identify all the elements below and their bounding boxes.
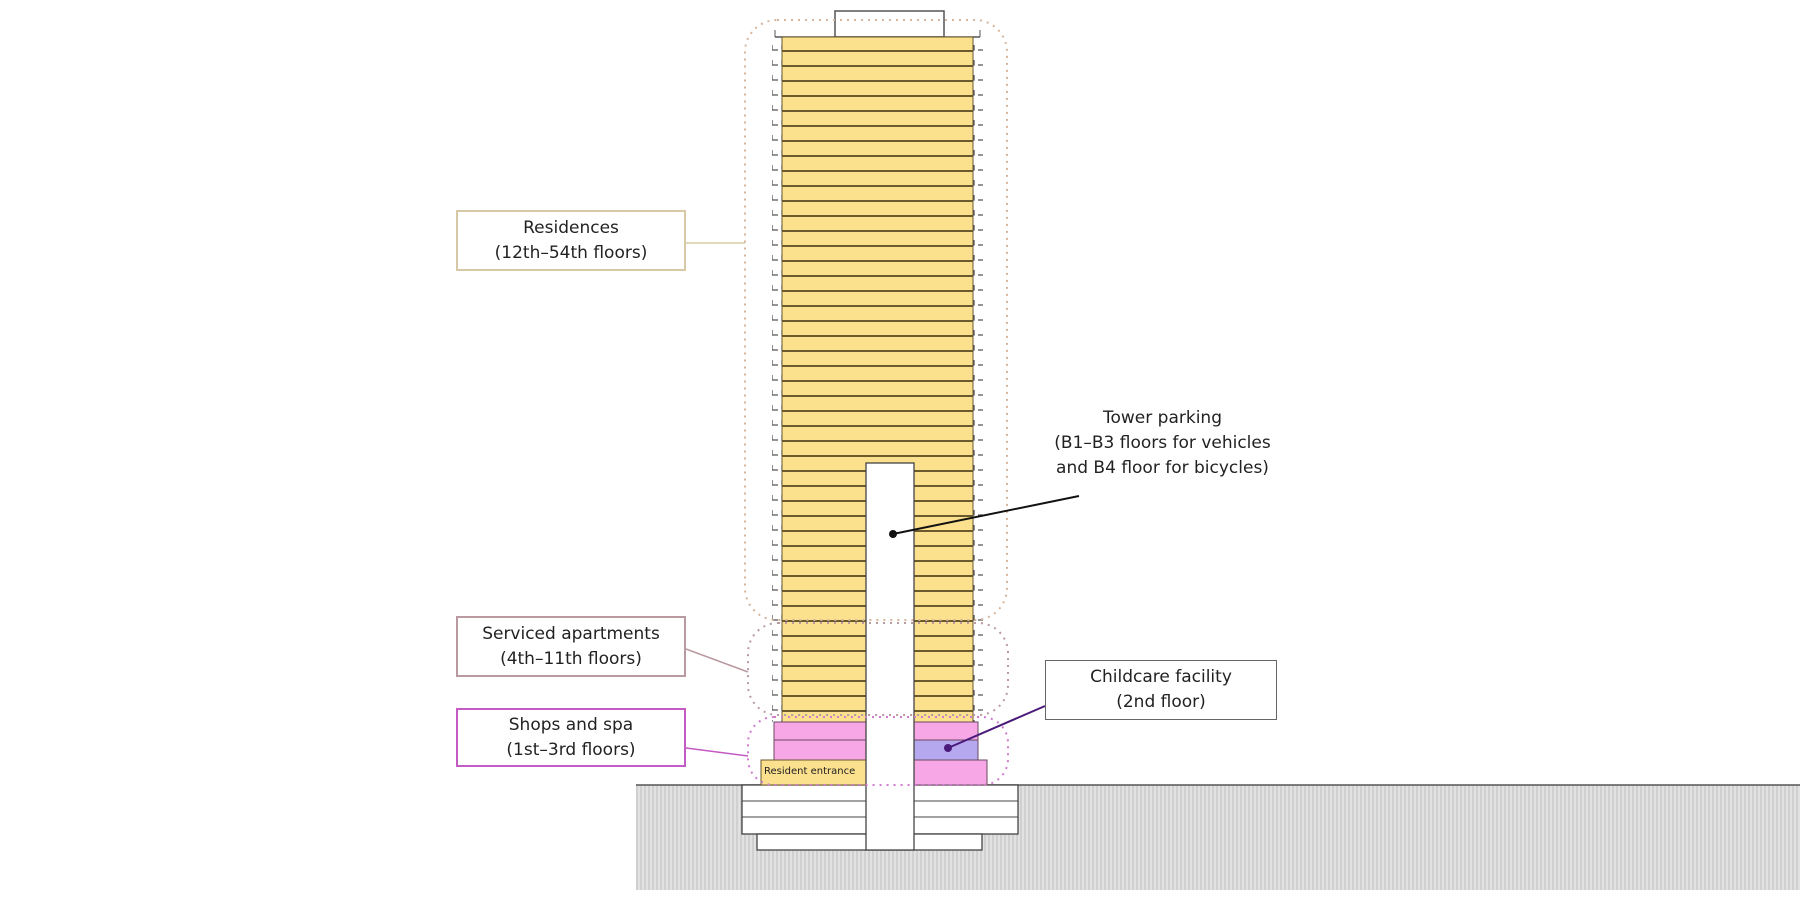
childcare-floors: (2nd floor): [1116, 692, 1206, 712]
shops-1st-floor: [913, 759, 988, 786]
parking-label: Tower parking (B1–B3 floors for vehicles…: [1040, 406, 1285, 481]
balconies-left: [772, 37, 782, 722]
childcare-dot: [944, 744, 952, 752]
shops-2nd-floor-left: [773, 739, 867, 761]
shops-label: Shops and spa (1st–3rd floors): [456, 708, 686, 767]
residences-outline: [744, 19, 1008, 621]
roof-structure: [834, 10, 945, 38]
parking-leader: [892, 495, 1080, 535]
shops-leader: [685, 747, 749, 757]
parking-dot: [889, 530, 897, 538]
parking-core: [865, 462, 915, 851]
childcare-leader: [947, 705, 1046, 749]
residences-floors: (12th–54th floors): [494, 242, 648, 263]
resident-entrance-label: Resident entrance: [764, 766, 856, 777]
shops-outline: [747, 716, 1009, 786]
serviced-floors: (4th–11th floors): [500, 648, 642, 669]
residences-title: Residences: [523, 217, 619, 238]
serviced-label: Serviced apartments (4th–11th floors): [456, 616, 686, 677]
serviced-title: Serviced apartments: [482, 623, 660, 644]
residences-label: Residences (12th–54th floors): [456, 210, 686, 271]
shops-floors: (1st–3rd floors): [506, 739, 636, 760]
childcare-label: Childcare facility (2nd floor): [1045, 660, 1277, 720]
parking-line3: and B4 floor for bicycles): [1056, 458, 1269, 478]
shops-title: Shops and spa: [508, 714, 634, 735]
serviced-outline: [747, 622, 1009, 716]
parking-line2: (B1–B3 floors for vehicles: [1054, 433, 1271, 453]
serviced-leader: [685, 648, 749, 673]
childcare-title: Childcare facility: [1090, 667, 1232, 687]
parking-title: Tower parking: [1103, 408, 1222, 428]
balconies-right: [973, 37, 983, 722]
